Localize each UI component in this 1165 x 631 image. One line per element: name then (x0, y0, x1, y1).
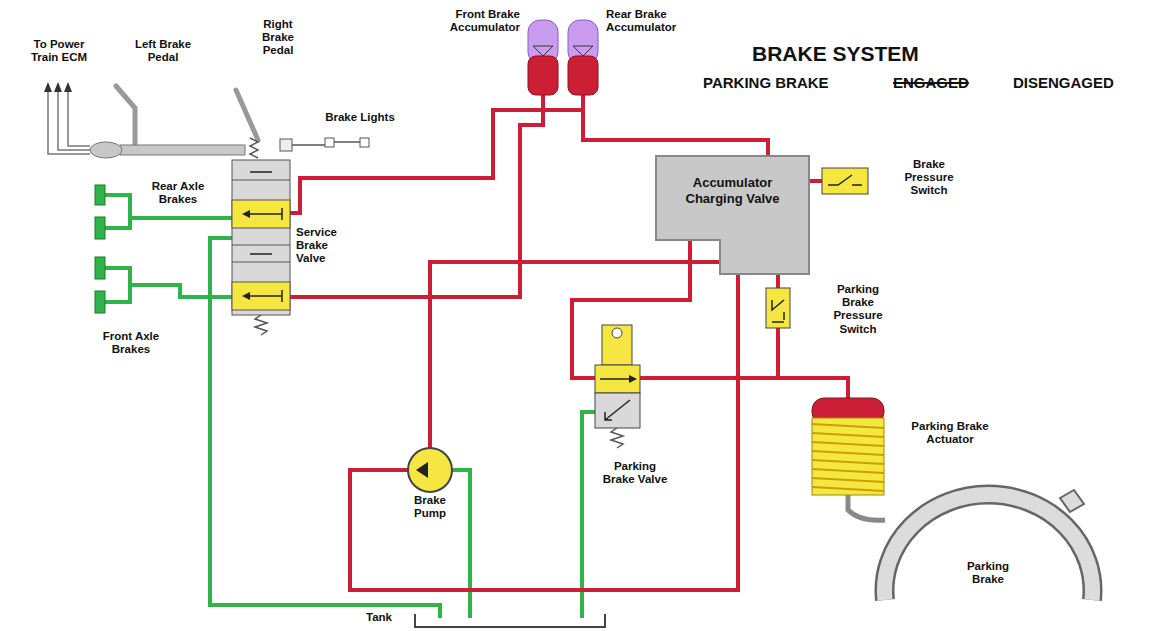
part-label: Brake Lights (310, 111, 410, 124)
parking-brake-band (885, 495, 1093, 600)
pressure-line (572, 240, 690, 378)
parking-brake-band (885, 495, 1093, 600)
diagram-title: BRAKE SYSTEM (752, 42, 919, 66)
switch-symbol (828, 175, 862, 185)
spring-coil (812, 487, 884, 491)
pressure-line (290, 95, 583, 213)
spring-coil (812, 433, 884, 437)
valve-spool (595, 365, 640, 393)
pedal-sensor (90, 142, 122, 158)
actuator-rod (848, 495, 885, 520)
pressure-line (810, 179, 822, 183)
tank-symbol (415, 614, 605, 627)
brake-lamp (360, 138, 369, 147)
valve-outline (655, 155, 810, 275)
brake-lamp (325, 138, 334, 147)
spring-coil (812, 424, 884, 428)
valve-arrow (242, 210, 250, 218)
brake-light-switch (280, 139, 292, 151)
status-value: DISENGAGED (1013, 74, 1114, 91)
pedal-spring (250, 138, 258, 158)
front-brake-line (105, 268, 130, 302)
spring-coil (812, 469, 884, 473)
left-pedal-lever (116, 86, 135, 146)
pump-symbol (408, 448, 452, 492)
valve-symbol (600, 378, 630, 380)
pedal-rod (120, 145, 245, 155)
valve-arrow (629, 375, 637, 383)
signal-label: To Power Train ECM (20, 38, 98, 64)
part-label: Rear Axle Brakes (146, 180, 210, 206)
valve-spring (611, 428, 623, 448)
brake-pad (95, 257, 105, 279)
part-label: Right Brake Pedal (247, 18, 309, 58)
actuator-spring (812, 418, 884, 495)
rear-brake-line (130, 216, 232, 220)
accumulator-oil (568, 56, 598, 95)
part-label: Service Brake Valve (296, 226, 360, 266)
valve-outline (656, 156, 809, 274)
pressure-line (290, 95, 543, 297)
spring-coil (812, 442, 884, 446)
brake-pad (95, 291, 105, 313)
valve-solenoid (602, 325, 632, 365)
pressure-switch (766, 288, 790, 328)
valve-spring (255, 315, 267, 335)
right-pedal-lever (236, 90, 258, 140)
signal-arrow (54, 82, 62, 92)
valve-knob (612, 328, 622, 338)
brake-pad (95, 217, 105, 239)
spring-coil (812, 478, 884, 482)
sensor-wire (58, 92, 90, 150)
status-struck: ENGAGED (893, 74, 969, 91)
sensor-wire (68, 92, 90, 146)
pump-inlet-line (452, 470, 470, 618)
valve-spool (595, 393, 640, 428)
pump-arrow (416, 462, 428, 478)
pressure-line (640, 378, 848, 398)
pressure-line (350, 275, 738, 590)
pressure-line (583, 110, 768, 155)
signal-arrow (64, 82, 72, 92)
signal-arrow (44, 82, 52, 92)
return-line (582, 412, 595, 618)
switch-symbol (772, 300, 784, 322)
part-label: Front Brake Accumulator (410, 8, 520, 34)
rear-brake-line (105, 195, 130, 228)
brake-pad (95, 185, 105, 205)
accumulator-symbol (533, 46, 593, 56)
pressure-switch (822, 168, 868, 194)
part-label: Left Brake Pedal (132, 38, 194, 64)
valve-symbol (245, 172, 282, 302)
valve-symbol (605, 400, 630, 420)
part-label: Brake Pressure Switch (893, 158, 965, 198)
part-label: Parking Brake Valve (598, 460, 672, 486)
part-label: Parking Brake Actuator (910, 420, 990, 446)
service-valve-body (232, 160, 290, 315)
part-label: Front Axle Brakes (94, 330, 168, 356)
status-caption: PARKING BRAKE (703, 74, 829, 91)
accumulator-oil (528, 56, 558, 95)
band-anchor (1060, 490, 1084, 512)
spring-coil (812, 451, 884, 455)
valve-arrow (242, 292, 250, 300)
part-label: Brake Pump (398, 494, 462, 520)
spring-coil (812, 460, 884, 464)
pump-outlet-line (430, 262, 720, 448)
sensor-wire (48, 92, 90, 154)
part-label: Tank (366, 611, 392, 624)
front-brake-line (130, 285, 232, 297)
box-label: Accumulator Charging Valve (675, 155, 790, 206)
valve-box: Accumulator Charging Valve (655, 155, 810, 275)
part-label: Rear Brake Accumulator (606, 8, 706, 34)
part-label: Parking Brake (950, 560, 1026, 586)
part-label: Parking Brake Pressure Switch (820, 283, 896, 336)
valve-divider (232, 180, 290, 262)
